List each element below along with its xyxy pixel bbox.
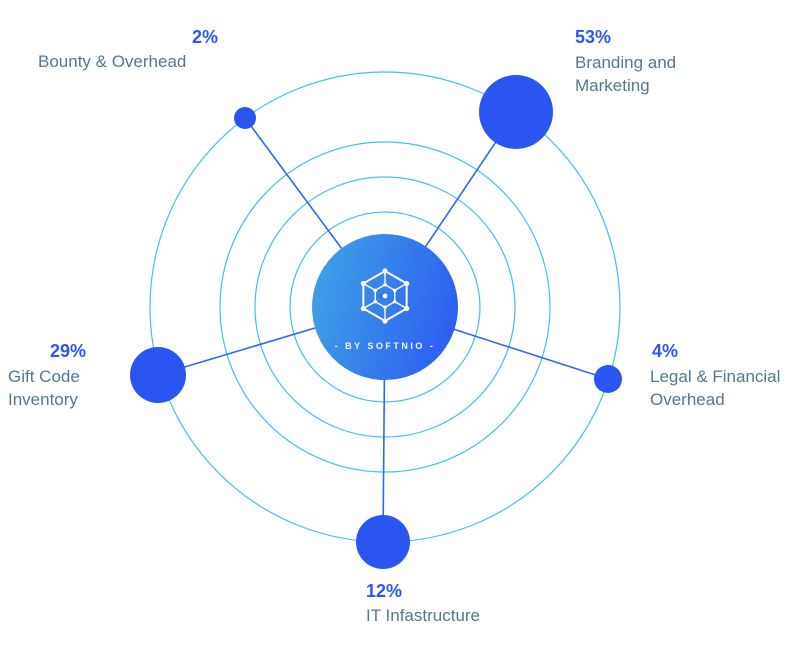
orbit-ring-3	[219, 141, 551, 473]
node-branding-marketing	[479, 75, 553, 149]
center-logo-circle: - BY SOFTNIO -	[312, 234, 458, 380]
label-branding-marketing: Branding and Marketing	[575, 53, 677, 95]
percent-it-infrastructure: 12%	[366, 581, 403, 601]
label-bounty-overhead: Bounty & Overhead	[38, 52, 187, 71]
node-it-infrastructure	[356, 515, 410, 569]
label-it-infrastructure: IT Infastructure	[366, 606, 481, 625]
percent-legal-financial: 4%	[652, 341, 679, 361]
percent-bounty-overhead: 2%	[192, 27, 219, 47]
node-legal-financial	[594, 365, 622, 393]
percent-gift-code-inventory: 29%	[50, 341, 87, 361]
node-bounty-overhead	[234, 107, 256, 129]
label-gift-code-inventory: Gift Code Inventory	[8, 367, 80, 409]
node-gift-code-inventory	[130, 347, 186, 403]
brand-caption: - BY SOFTNIO -	[334, 340, 436, 351]
network-hexagon-icon	[360, 267, 410, 324]
orbit-ring-2	[254, 176, 516, 438]
orbit-ring-1	[289, 211, 481, 403]
percent-branding-marketing: 53%	[575, 27, 612, 47]
label-legal-financial: Legal & Financial Overhead	[650, 367, 781, 409]
